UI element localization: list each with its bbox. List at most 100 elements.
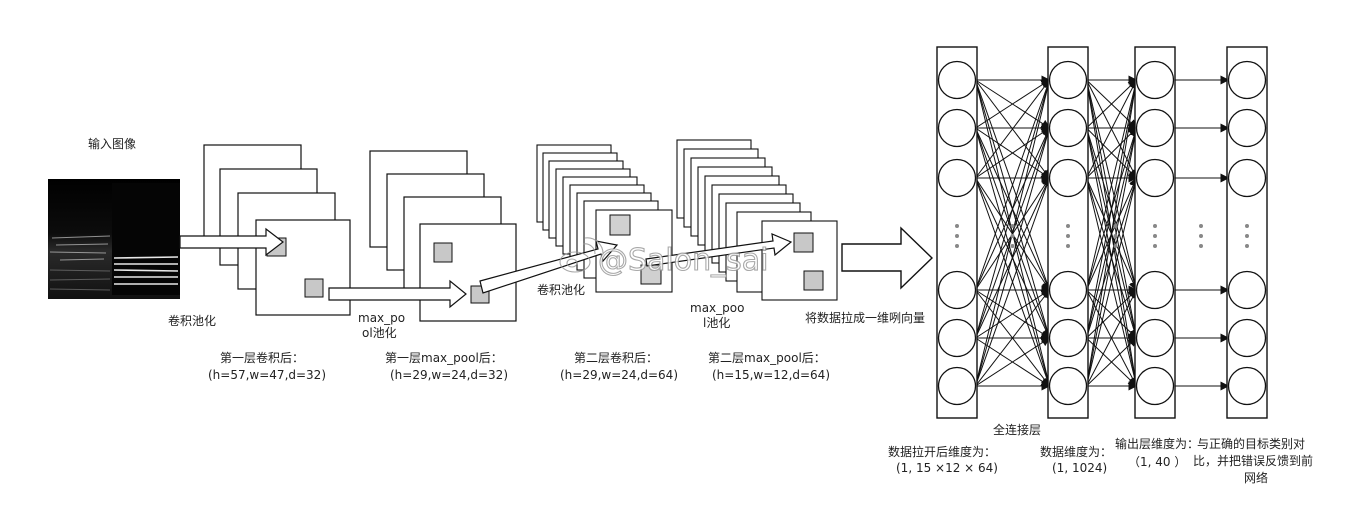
fc-connection-line xyxy=(1086,177,1140,387)
fc-connection-line xyxy=(1086,337,1138,387)
fc-layer-1-neuron-4 xyxy=(937,270,977,310)
fc-layer-4-neuron-5 xyxy=(1227,318,1267,358)
flatten-dims-value: (1, 15 ×12 × 64) xyxy=(896,461,998,475)
fc-layer-3-neuron-6 xyxy=(1135,366,1175,406)
fc-connection-line xyxy=(1086,289,1138,339)
input-spectrogram-image xyxy=(48,179,180,299)
fc-connection-line xyxy=(1086,79,1140,387)
stage-2-dims: (h=29,w=24,d=32) xyxy=(390,368,508,382)
fc-layer-2-neuron-1 xyxy=(1048,60,1088,100)
fc-connection-line xyxy=(1086,79,1140,291)
fc-connection-line xyxy=(1086,79,1140,339)
fc-layer-1-neuron-3 xyxy=(937,158,977,198)
conv2-feature-maps xyxy=(536,144,673,293)
max-pool-2-label-line2: l池化 xyxy=(703,316,730,330)
ellipsis-dot xyxy=(1113,224,1118,228)
conv1-pool-square xyxy=(304,278,324,298)
max-pool-1-label-line2: ol池化 xyxy=(362,326,397,340)
compare-note-line2: 比，并把错误反馈到前 xyxy=(1193,453,1313,468)
fc-layer-4-neuron-1 xyxy=(1227,60,1267,100)
fc-layer-1-neuron-5 xyxy=(937,318,977,358)
ellipsis-dot xyxy=(1199,234,1203,238)
input-to-conv1-arrow xyxy=(179,227,284,257)
ellipsis-dot xyxy=(1245,234,1249,238)
ellipsis-dot xyxy=(1010,244,1015,248)
ellipsis-dot xyxy=(955,244,959,248)
fc-layer-2-neuron-3 xyxy=(1048,158,1088,198)
fc-layer-4-column xyxy=(1226,46,1268,419)
fc-connection-line xyxy=(975,289,1051,387)
fc-layer-3-column xyxy=(1134,46,1176,419)
flatten-label: 将数据拉成一维咧向量 xyxy=(805,310,925,325)
fc-layer-1-neuron-6 xyxy=(937,366,977,406)
ellipsis-dot xyxy=(1113,234,1118,238)
fc-connection-line xyxy=(975,127,1051,179)
stage-3-dims: (h=29,w=24,d=64) xyxy=(560,368,678,382)
weibo-watermark: @Salon_sai xyxy=(559,237,769,279)
fc-layer-2-column xyxy=(1047,46,1089,419)
hidden-dims-title: 数据维度为： xyxy=(1040,444,1112,459)
fc-connection-line xyxy=(975,79,1052,387)
fc-connection-line xyxy=(1086,79,1138,129)
conv-pool-2-label: 卷积池化 xyxy=(537,282,585,297)
fc-connection-line xyxy=(975,337,1051,387)
fc-ellipsis-dots xyxy=(955,224,1249,248)
fc-layer-2-neuron-5 xyxy=(1048,318,1088,358)
conv-pool-1-label: 卷积池化 xyxy=(168,313,216,328)
output-dims-title: 输出层维度为： xyxy=(1115,436,1199,451)
ellipsis-dot xyxy=(1066,244,1070,248)
fc-connection-line xyxy=(975,127,1052,387)
stage-3-title: 第二层卷积后： xyxy=(574,350,658,365)
ellipsis-dot xyxy=(1153,224,1157,228)
fc-connection-line xyxy=(975,79,1051,179)
fc-layer-2-neuron-2 xyxy=(1048,108,1088,148)
fc-layer-1-neuron-2 xyxy=(937,108,977,148)
pool1-square-a xyxy=(433,242,453,263)
compare-note-line1: 与正确的目标类别对 xyxy=(1197,436,1305,451)
max-pool-1-label-line1: max_po xyxy=(358,311,405,325)
input-image-label: 输入图像 xyxy=(88,136,136,151)
fc-connection-line xyxy=(975,79,1051,129)
hidden-dims-value: (1, 1024) xyxy=(1052,461,1107,475)
pool2-feature-maps xyxy=(676,139,838,301)
pool2-square-a xyxy=(793,232,814,253)
ellipsis-dot xyxy=(1245,224,1249,228)
stage-2-title: 第一层max_pool后： xyxy=(385,351,503,365)
fc-layer-4-neuron-4 xyxy=(1227,270,1267,310)
fc-layer-4-neuron-3 xyxy=(1227,158,1267,198)
fc-layer-4-neuron-6 xyxy=(1227,366,1267,406)
fc-layer-2-neuron-6 xyxy=(1048,366,1088,406)
ellipsis-dot xyxy=(1010,234,1015,238)
ellipsis-dot xyxy=(1153,244,1157,248)
fc-layer-3-neuron-1 xyxy=(1135,60,1175,100)
output-dims-value: （1, 40 ） xyxy=(1128,455,1186,469)
ellipsis-dot xyxy=(955,234,959,238)
fc-connection-line xyxy=(1086,289,1137,387)
ellipsis-dot xyxy=(1066,234,1070,238)
fc-layer-3-neuron-3 xyxy=(1135,158,1175,198)
stage-1-dims: (h=57,w=47,d=32) xyxy=(208,368,326,382)
fc-layer-2-neuron-4 xyxy=(1048,270,1088,310)
fc-neurons xyxy=(937,60,1267,406)
pool2-square-b xyxy=(803,270,824,291)
compare-note-line3: 网络 xyxy=(1244,470,1268,485)
ellipsis-dot xyxy=(1153,234,1157,238)
fc-connection-line xyxy=(975,177,1052,387)
ellipsis-dot xyxy=(1245,244,1249,248)
fc-connection-line xyxy=(975,79,1052,339)
fc-layer-3-neuron-4 xyxy=(1135,270,1175,310)
watermark-text: @Salon_sai xyxy=(598,243,768,278)
fc-connections xyxy=(975,75,1230,391)
fc-layer-3-neuron-5 xyxy=(1135,318,1175,358)
fc-layer-4-neuron-2 xyxy=(1227,108,1267,148)
conv1-feature-maps xyxy=(203,144,351,316)
ellipsis-dot xyxy=(1199,244,1203,248)
fc-connection-line xyxy=(1086,127,1140,387)
flatten-arrow xyxy=(841,226,934,290)
conv2-square-a xyxy=(609,214,631,236)
ellipsis-dot xyxy=(955,224,959,228)
ellipsis-dot xyxy=(1113,244,1118,248)
ellipsis-dot xyxy=(1199,224,1203,228)
